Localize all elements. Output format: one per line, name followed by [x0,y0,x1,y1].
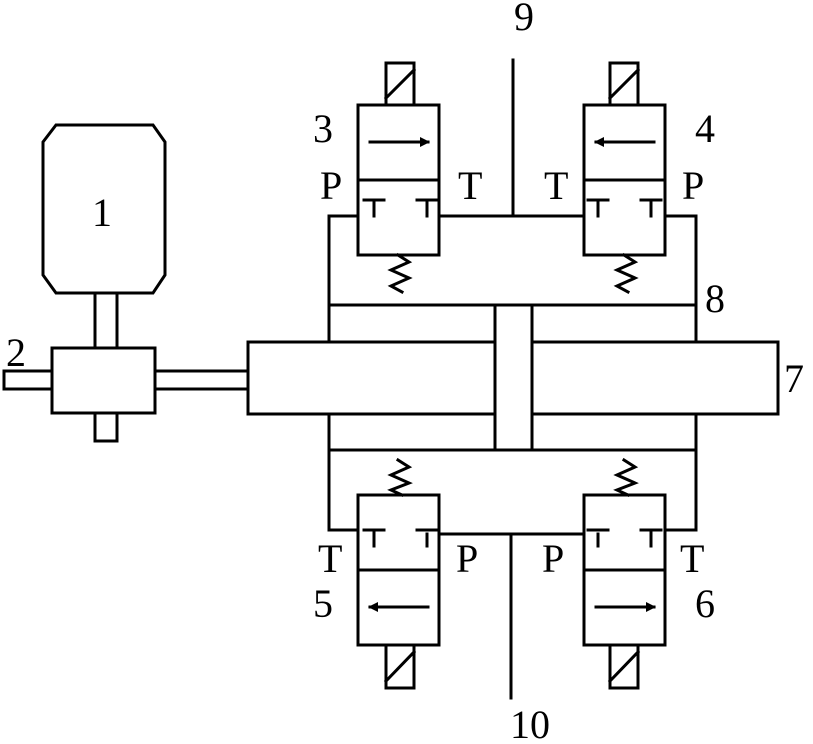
label-6: 6 [695,581,715,626]
label-3: 3 [313,106,333,151]
solenoid-3 [386,63,414,105]
label-8: 8 [705,276,725,321]
port-label-v3-p: P [320,163,342,208]
port-label-v4-t: T [544,163,568,208]
solenoid-6 [610,645,638,688]
label-5: 5 [313,581,333,626]
label-1: 1 [92,190,112,235]
label-4: 4 [695,106,715,151]
label-9: 9 [514,0,534,39]
port-label-v3-t: T [458,163,482,208]
label-10: 10 [510,702,550,744]
label-7: 7 [784,356,804,401]
label-2: 2 [6,330,26,375]
solenoid-valve-3 [358,63,439,292]
solenoid-valve-4 [584,63,665,292]
solenoid-5 [386,645,414,688]
port-label-v6-t: T [680,536,704,581]
solenoid-4 [610,63,638,105]
port-label-v5-t: T [318,536,342,581]
solenoid-valve-5 [358,460,439,688]
port-label-v5-p: P [456,536,478,581]
motor-shaft [95,293,117,348]
piston [495,305,532,450]
gear-pump [4,348,250,441]
port-label-v6-p: P [542,536,564,581]
solenoid-valve-6 [584,460,665,688]
port-label-v4-p: P [682,163,704,208]
